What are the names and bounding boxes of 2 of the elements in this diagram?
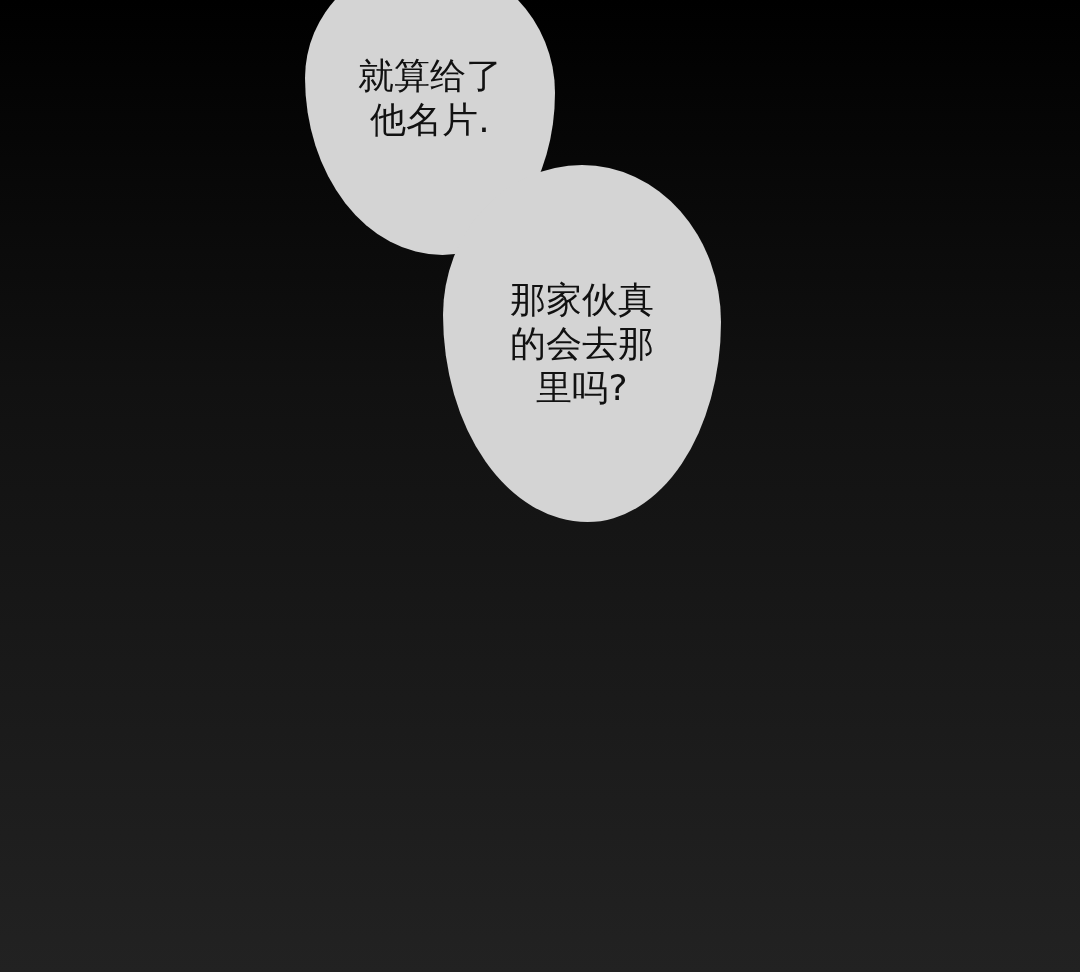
dialogue-text: 那家伙真的会去那里吗? bbox=[509, 277, 655, 410]
dialogue-text: 就算给了他名片. bbox=[357, 53, 503, 142]
